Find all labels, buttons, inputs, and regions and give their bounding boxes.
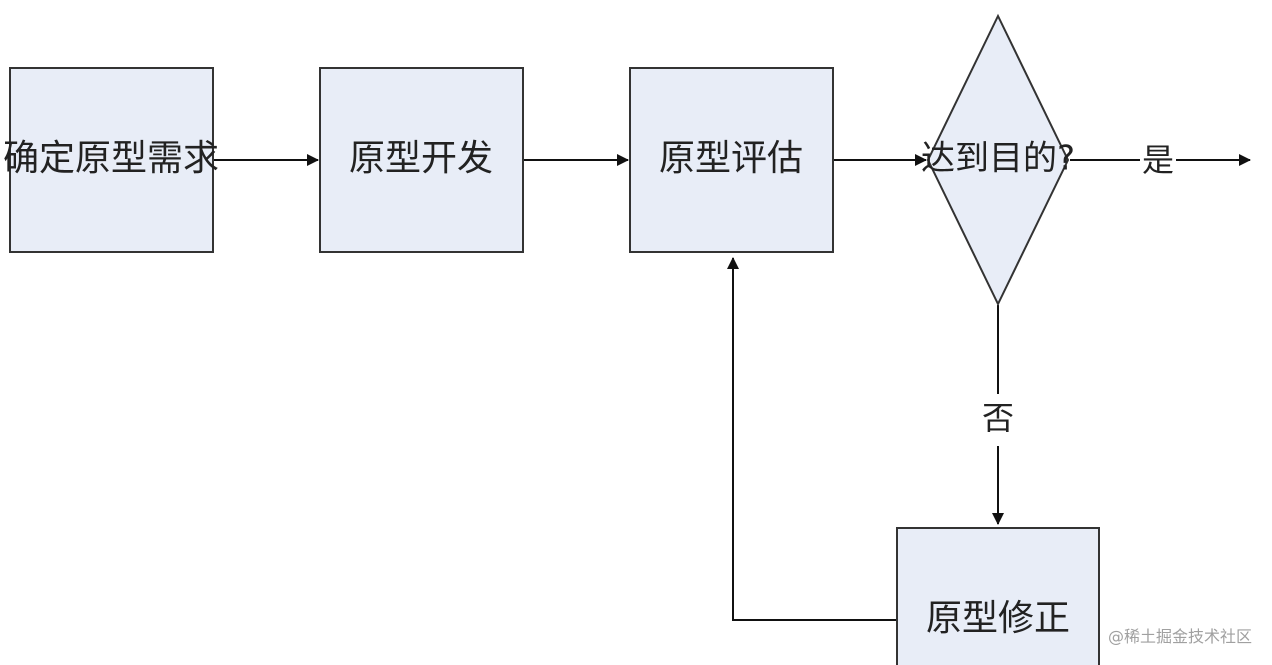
node-goal-reached-decision: 达到目的? [921, 13, 1075, 307]
edge-label-yes: 是 [1140, 140, 1176, 182]
node-develop-prototype: 原型开发 [319, 67, 524, 253]
edge-revision-to-evaluation [727, 257, 897, 621]
node-revise-prototype: 原型修正 [896, 527, 1100, 665]
node-define-requirements-label: 确定原型需求 [3, 138, 219, 179]
node-develop-prototype-label: 原型开发 [349, 138, 493, 179]
node-evaluate-prototype: 原型评估 [629, 67, 834, 253]
node-evaluate-prototype-label: 原型评估 [659, 138, 803, 179]
edge-label-no: 否 [978, 394, 1018, 446]
watermark: @稀土掘金技术社区 [1107, 627, 1252, 646]
node-define-requirements: 确定原型需求 [3, 67, 219, 253]
node-revise-prototype-label: 原型修正 [926, 598, 1070, 639]
node-goal-reached-label: 达到目的? [921, 139, 1075, 179]
edge-label-no-text: 否 [982, 399, 1014, 437]
edge-label-yes-text: 是 [1142, 141, 1174, 179]
